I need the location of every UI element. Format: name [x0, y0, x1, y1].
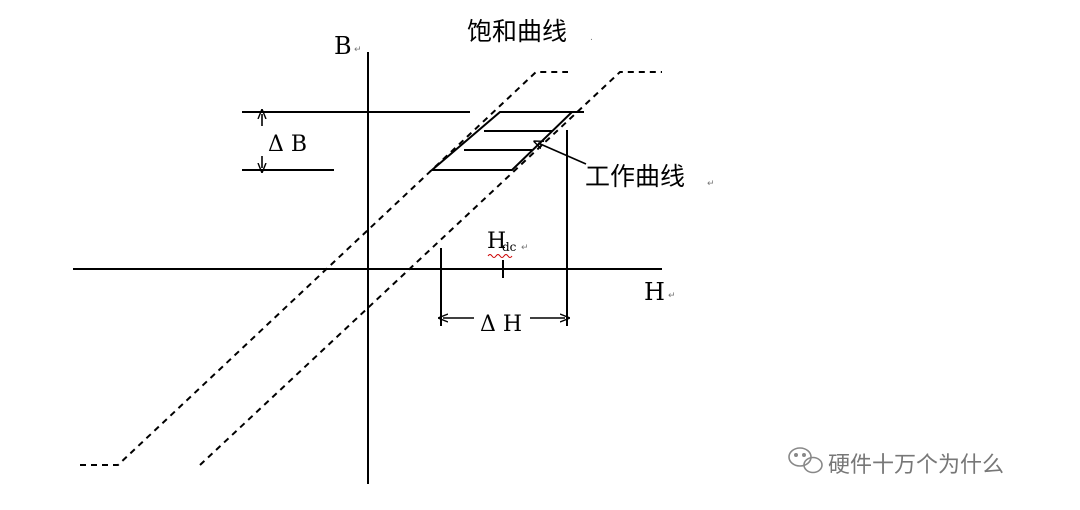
saturation-curve-right-branch	[199, 71, 662, 466]
wechat-icon	[788, 447, 823, 474]
saturation-curve-mark: .	[590, 33, 593, 43]
h-axis-para-mark: ↵	[668, 291, 676, 301]
h-dc-spell-underline	[487, 254, 513, 258]
saturation-curve-left-branch	[80, 71, 568, 466]
h-dc-para-mark: ↵	[521, 243, 529, 253]
working-curve-label: 工作曲线	[585, 162, 685, 191]
watermark: 硬件十万个为什么	[788, 447, 1004, 478]
h-dc-subscript: dc	[502, 240, 517, 254]
working-curve-loop	[429, 111, 575, 171]
delta-b-label: Δ B	[268, 132, 307, 157]
h-dc-label: H	[487, 229, 506, 254]
h-axis-label: H	[644, 278, 665, 306]
working-curve-leader-line	[538, 143, 587, 165]
saturation-curve-label: 饱和曲线	[467, 17, 567, 46]
b-axis-label: B	[334, 32, 352, 60]
working-curve-para-mark: ↵	[707, 179, 715, 189]
b-axis-para-mark: ↵	[354, 45, 362, 55]
watermark-text: 硬件十万个为什么	[828, 453, 1004, 478]
delta-h-label: Δ H	[480, 312, 522, 337]
